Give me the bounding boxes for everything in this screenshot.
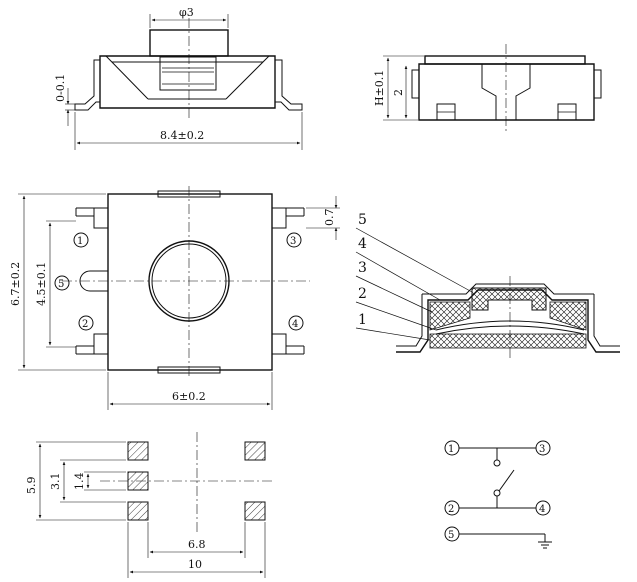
schematic: 1 3 2 4 5 <box>444 440 552 549</box>
pin-1-marker: 1 <box>73 232 89 248</box>
svg-text:3: 3 <box>290 236 296 247</box>
pin-5-marker: 5 <box>54 275 70 291</box>
pad-bottom-right <box>244 501 266 521</box>
side-body <box>418 63 595 121</box>
pad-top-right <box>244 441 266 461</box>
height-h-label: H±0.1 <box>373 70 386 106</box>
pad-14-label: 1.4 <box>73 473 86 491</box>
width-84-label: 8.4±0.2 <box>160 129 204 142</box>
section-label-4: 4 <box>358 236 367 252</box>
svg-text:5: 5 <box>58 279 64 290</box>
top-view: 1 2 3 4 5 6.7±0.2 4.5±0.1 <box>9 186 340 410</box>
svg-text:4: 4 <box>292 319 298 330</box>
height-67-label: 6.7±0.2 <box>9 262 22 306</box>
cross-section: 5 4 3 2 1 <box>355 212 620 360</box>
schematic-pin-3: 3 <box>535 440 551 456</box>
pad-layout: 5.9 3.1 1.4 6.8 10 <box>25 432 272 578</box>
height-45-label: 4.5±0.1 <box>35 262 48 306</box>
height-2-label: 2 <box>392 89 405 96</box>
svg-text:1: 1 <box>77 236 83 247</box>
svg-text:4: 4 <box>539 504 545 515</box>
width-6-label: 6±0.2 <box>172 390 206 403</box>
schematic-pin-4: 4 <box>535 500 551 516</box>
pad-top-left <box>127 441 149 461</box>
tolerance-label: 0-0.1 <box>54 74 67 102</box>
section-label-3: 3 <box>358 260 367 276</box>
svg-text:5: 5 <box>448 530 454 541</box>
pad-10-label: 10 <box>188 558 202 571</box>
section-label-5: 5 <box>358 212 367 228</box>
pad-68-label: 6.8 <box>188 538 206 551</box>
pin-2-marker: 2 <box>78 315 94 331</box>
pad-31-label: 3.1 <box>49 473 62 491</box>
front-body <box>99 55 276 109</box>
schematic-pin-5: 5 <box>444 526 460 542</box>
schematic-pin-1: 1 <box>444 440 460 456</box>
front-view: φ3 0-0.1 8.4±0.2 <box>54 6 303 150</box>
svg-text:2: 2 <box>82 319 88 330</box>
switch-contact <box>498 469 515 492</box>
section-label-2: 2 <box>358 286 367 302</box>
svg-text:3: 3 <box>539 444 545 455</box>
top-body <box>107 193 273 371</box>
pin-4-marker: 4 <box>288 315 304 331</box>
side-view: H±0.1 2 <box>373 44 602 132</box>
svg-text:2: 2 <box>448 504 454 515</box>
schematic-pin-2: 2 <box>444 500 460 516</box>
section-label-1: 1 <box>358 312 367 328</box>
pad-bottom-left <box>127 501 149 521</box>
pin-3-marker: 3 <box>286 232 302 248</box>
pad-59-label: 5.9 <box>25 477 38 495</box>
svg-text:1: 1 <box>448 444 454 455</box>
dim-07-label: 0.7 <box>323 209 336 227</box>
diameter-label: φ3 <box>179 6 194 19</box>
side-actuator <box>424 55 586 65</box>
